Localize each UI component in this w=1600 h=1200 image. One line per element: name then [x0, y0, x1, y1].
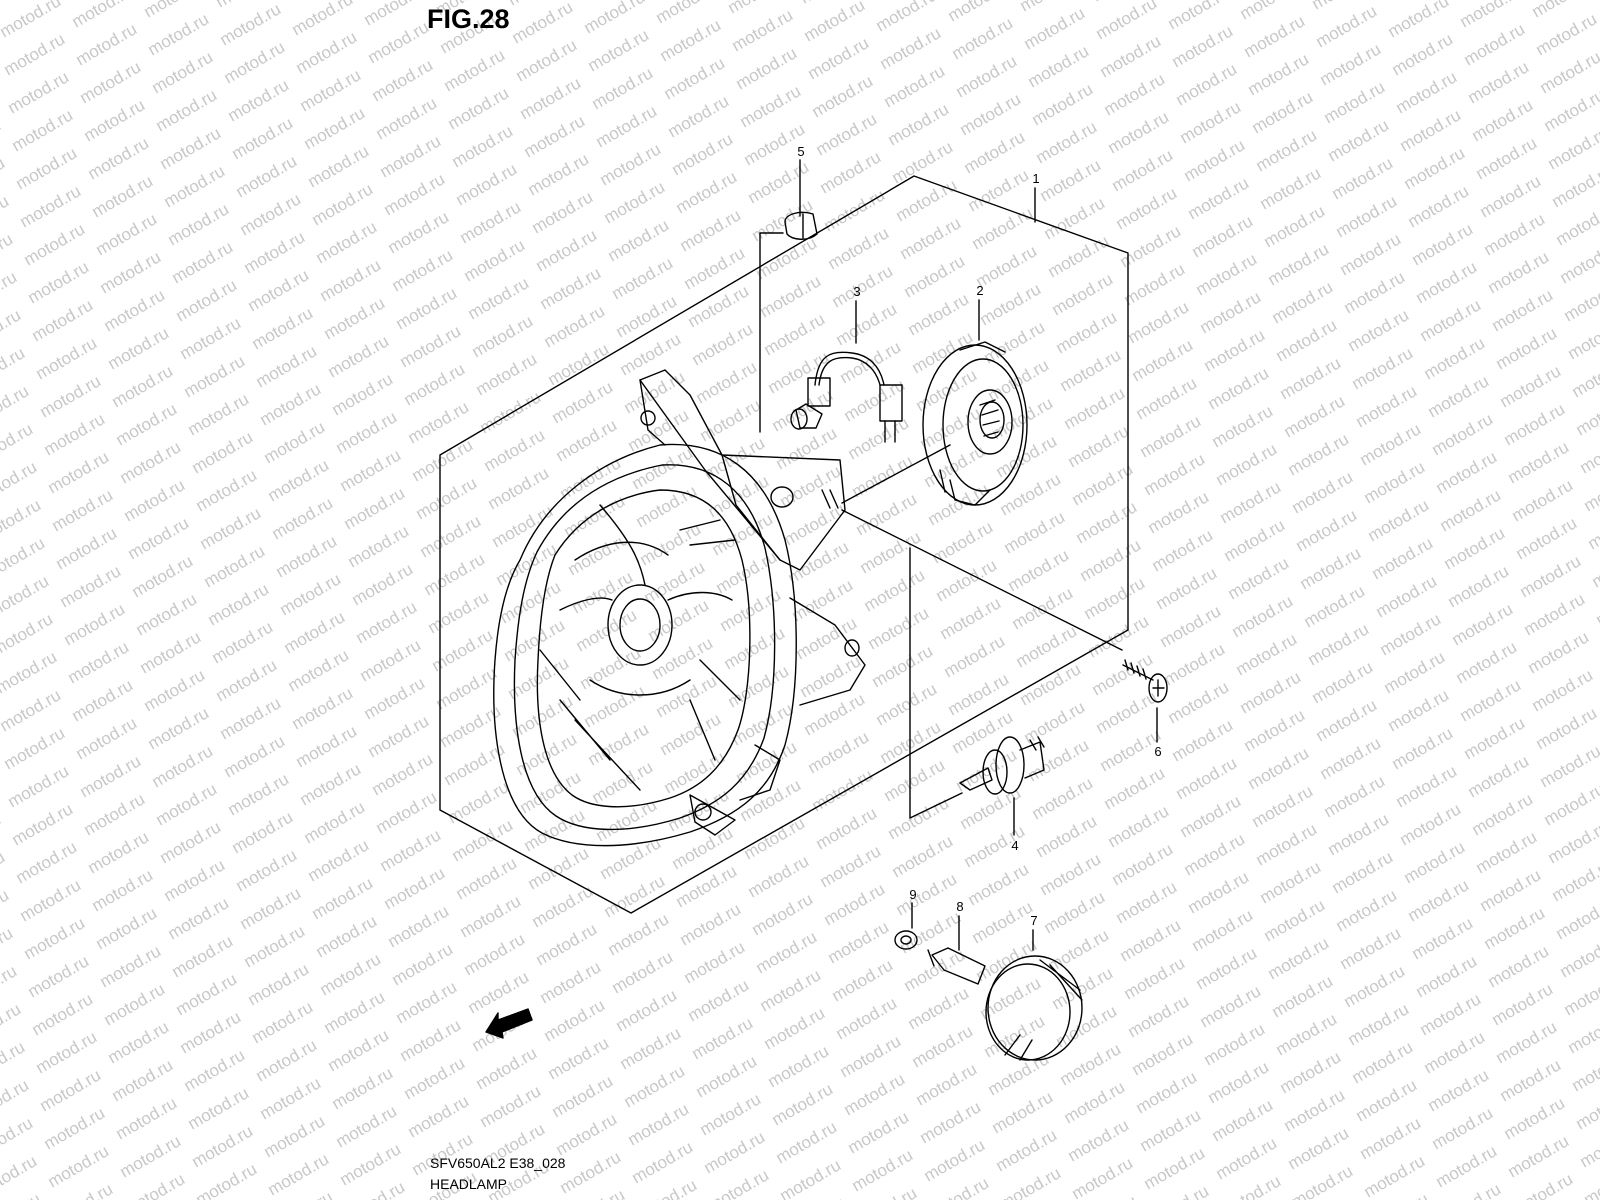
- ref-line-socket: [841, 444, 951, 504]
- callout-9: 9: [909, 887, 917, 902]
- figure-caption: HEADLAMP: [430, 1176, 508, 1192]
- callout-7: 7: [1030, 913, 1038, 928]
- ref-line-bulb5: [759, 232, 784, 433]
- position-bulb-part: [784, 211, 818, 240]
- socket-harness-part: [790, 351, 903, 443]
- ref-line-bulb4: [909, 547, 963, 819]
- figure-title: FIG.28: [427, 4, 510, 34]
- headlamp-bulb-part: [959, 736, 1045, 795]
- assembly-frame: [439, 175, 1129, 914]
- screw-part: [1122, 659, 1168, 703]
- stud-part: [927, 947, 986, 985]
- callout-3: 3: [853, 284, 861, 299]
- washer-part: [894, 930, 918, 950]
- callout-4: 4: [1011, 838, 1019, 853]
- reflex-reflector-part: [985, 955, 1083, 1061]
- ref-line-screw: [841, 509, 1123, 651]
- fwd-arrow-icon: [485, 1008, 533, 1039]
- callout-6: 6: [1154, 744, 1162, 759]
- headlamp-body: [493, 369, 866, 847]
- socket-cover-part: [922, 341, 1028, 506]
- callout-8: 8: [956, 899, 964, 914]
- callout-2: 2: [976, 283, 984, 298]
- callout-1: 1: [1032, 171, 1040, 186]
- model-code: SFV650AL2 E38_028: [430, 1155, 566, 1171]
- callout-5: 5: [797, 144, 805, 159]
